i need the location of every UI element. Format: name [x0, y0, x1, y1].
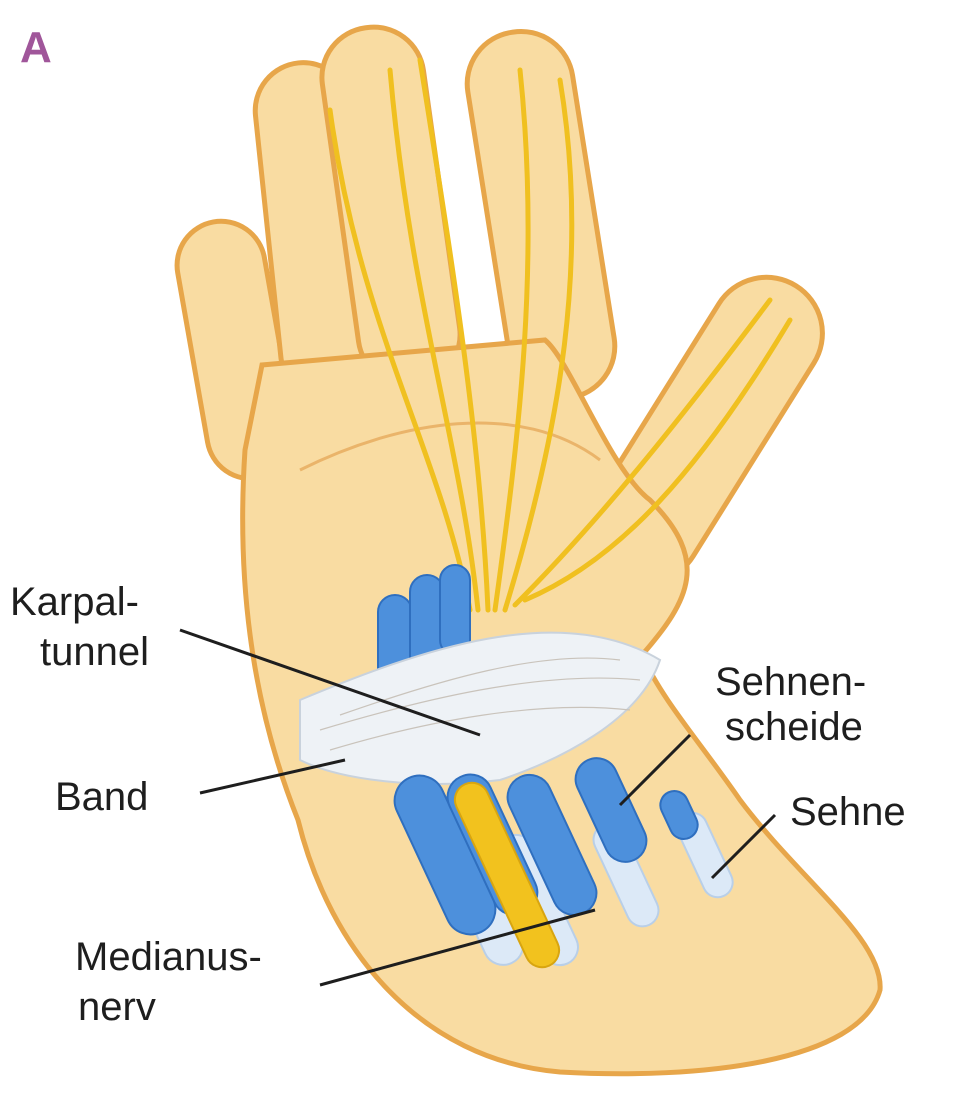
label-sehnenscheide-line2: scheide — [725, 705, 863, 749]
digital-nerves — [327, 57, 793, 613]
label-karpaltunnel-line1: Karpal- — [10, 580, 139, 624]
leader-lines — [179, 628, 777, 987]
panel-label: A — [20, 23, 52, 72]
tendon-sheath — [574, 757, 648, 863]
label-sehnenscheide-line1: Sehnen- — [715, 660, 866, 704]
median-nerve — [453, 781, 561, 969]
tendon-sheath — [659, 790, 699, 840]
label-sehne: Sehne — [790, 790, 906, 834]
tendon-sheath — [439, 564, 471, 656]
label-medianusnerv-line2: nerv — [78, 985, 156, 1029]
tunnel-contents — [393, 757, 699, 969]
label-band: Band — [55, 775, 148, 819]
palm-crease — [299, 421, 601, 472]
transverse-carpal-ligament — [299, 631, 662, 785]
label-medianusnerv-line1: Medianus- — [75, 935, 262, 979]
label-karpaltunnel-line2: tunnel — [40, 630, 149, 674]
